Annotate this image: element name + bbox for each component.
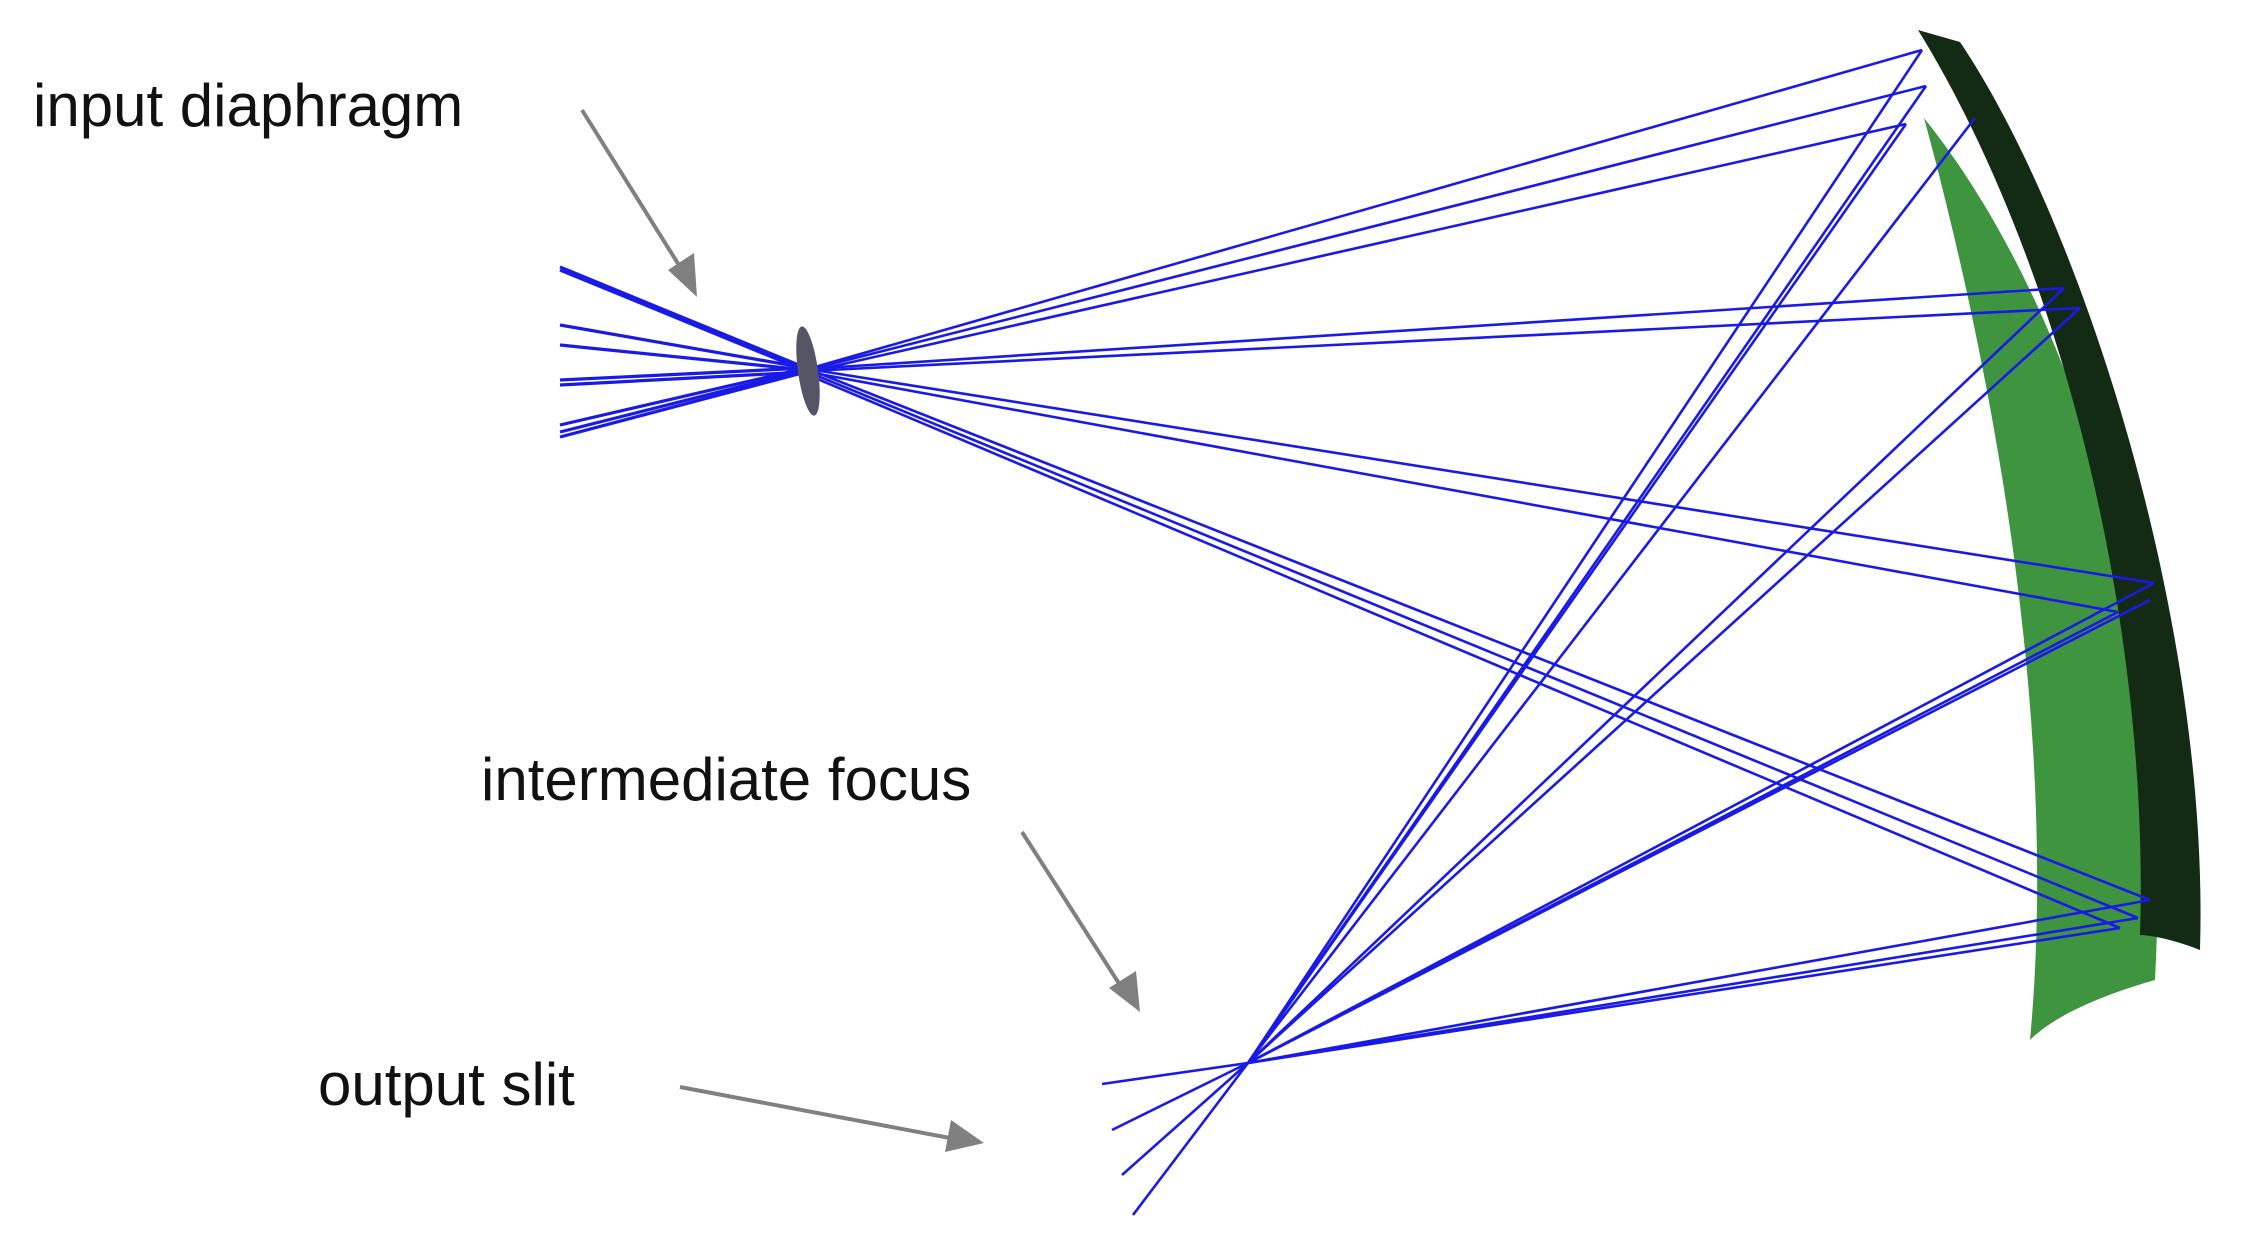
input-diaphragm-shape: [796, 326, 820, 416]
rays-mirror-to-focus: [1246, 49, 2155, 1065]
mirror-body: [1918, 30, 2201, 950]
arrow-input-diaphragm: [580, 108, 697, 297]
arrow-intermediate-focus: [1020, 830, 1140, 1012]
incoming-rays: [559, 265, 807, 439]
input-diaphragm-label: input diaphragm: [33, 72, 463, 139]
output-slit-label: output slit: [318, 1051, 575, 1118]
rays-diaphragm-to-mirror: [807, 48, 2155, 930]
arrow-output-slit: [679, 1085, 984, 1152]
intermediate-focus-label: intermediate focus: [481, 746, 971, 813]
rays-focus-to-output: [1101, 1061, 1250, 1216]
mirror-front-face: [1924, 118, 2158, 1040]
